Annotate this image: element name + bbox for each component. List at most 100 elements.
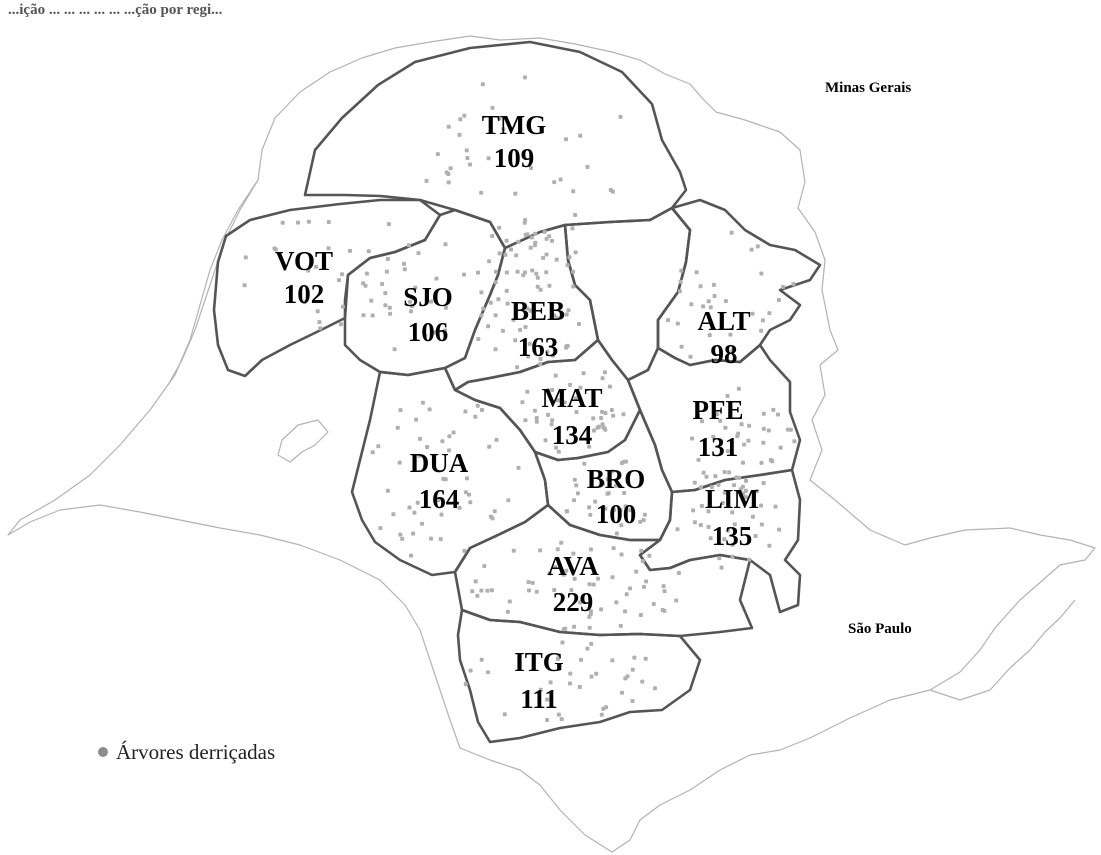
tree-point [614,531,619,536]
tree-point [556,712,561,717]
tree-point [480,82,485,87]
tree-point [610,575,615,580]
tree-point [605,477,610,482]
region-itg-count: 111 [520,684,558,714]
tree-point [501,127,506,132]
tree-point [560,640,565,645]
tree-point [574,483,579,488]
tree-point [314,264,319,269]
tree-point [759,503,764,508]
tree-point [553,373,558,378]
region-lim-count: 135 [712,521,753,551]
tree-point [596,424,601,429]
tree-point [679,344,684,349]
tree-point [630,699,635,703]
tree-point [689,302,694,307]
tree-point [516,465,521,470]
tree-point [492,509,497,514]
tree-point [704,474,709,479]
tree-point [611,413,616,418]
tree-point [569,588,574,592]
tree-point [778,445,783,450]
tree-point [564,344,569,349]
tree-point [516,239,521,244]
tree-point [776,298,781,302]
tree-point [479,657,484,662]
tree-point [621,412,626,417]
tree-point [568,681,572,686]
tree-point [792,439,797,444]
tree-point [494,437,499,442]
tree-point [643,656,648,661]
tree-point [527,588,531,593]
tree-point [644,579,649,584]
tree-point [464,148,469,153]
tree-point [476,270,480,275]
tree-point [638,613,643,617]
tree-point [706,525,711,529]
tree-point [502,712,507,717]
tree-point [526,580,531,585]
tree-point [722,470,727,474]
tree-point [706,299,711,304]
tree-point [578,600,583,605]
tree-point [463,682,468,687]
tree-point [666,318,671,323]
tree-point [628,586,632,591]
tree-point [532,408,537,413]
tree-point [528,245,533,250]
tree-point [503,252,508,257]
tree-point [527,341,532,346]
tree-point [541,255,546,260]
tree-point [511,317,516,322]
tree-point [506,498,511,503]
tree-point [497,251,502,256]
tree-point [761,440,766,445]
tree-point [711,434,716,439]
tree-point [386,222,391,227]
tree-point [628,508,633,513]
tree-point [620,690,624,695]
tree-point [736,431,741,436]
tree-point [296,220,300,225]
tree-point [504,238,509,243]
tree-point [505,609,510,614]
region-beb-code: BEB [511,296,565,326]
tree-point [552,588,557,592]
river-line [167,179,259,386]
tree-point [587,505,592,510]
tree-point [473,579,478,584]
tree-point [490,516,495,521]
tree-point [370,450,375,455]
tree-point [551,353,555,358]
tree-point [338,322,343,327]
tree-point [623,609,627,614]
tree-point [535,275,540,280]
tree-point [572,624,577,629]
tree-point [465,476,469,481]
tree-point [515,365,520,370]
tree-point [545,388,550,393]
tree-point [429,536,433,541]
tree-point [425,445,430,449]
tree-point [755,244,760,249]
tree-point [306,219,311,224]
tree-point [624,592,629,597]
tree-point [568,382,573,387]
tree-point [653,686,657,691]
tree-point-layer [242,75,797,722]
tree-point [651,602,656,606]
tree-point [678,279,683,284]
tree-point [640,559,645,564]
tree-point [759,522,764,527]
tree-point [435,152,440,157]
tree-point [573,213,578,217]
tree-point [730,554,735,559]
tree-point [518,327,523,332]
tree-point [410,304,415,308]
tree-point [414,417,419,422]
tree-point [398,532,403,537]
region-sjo-count: 106 [408,317,449,347]
tree-point [564,312,569,317]
tree-point [438,537,443,542]
